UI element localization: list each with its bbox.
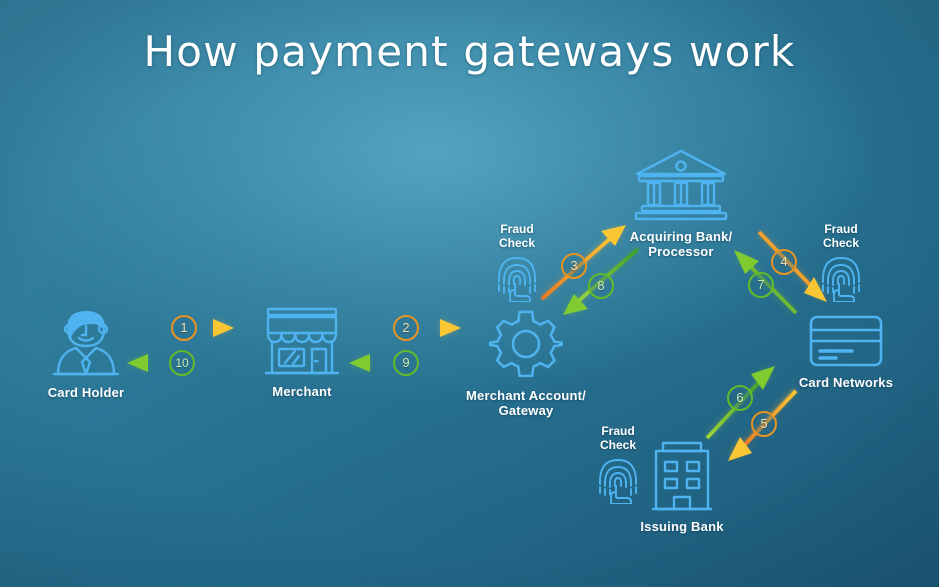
step-badge-4[interactable]: 4 [771,249,797,275]
credit-card-icon [787,314,905,368]
fingerprint-icon [482,254,552,303]
step-badge-8[interactable]: 8 [588,273,614,299]
step-badge-9[interactable]: 9 [393,350,419,376]
step-badge-7[interactable]: 7 [748,272,774,298]
fraud-check-card-networks: Fraud Check [806,222,876,303]
node-issuing-bank[interactable]: Issuing Bank [632,440,732,534]
node-card-holder[interactable]: Card Holder [26,302,146,400]
fingerprint-icon [583,456,653,505]
office-building-icon [632,440,732,512]
node-gateway[interactable]: Merchant Account/ Gateway [455,307,597,418]
fraud-check-label: Fraud Check [822,222,860,250]
step-badge-3[interactable]: 3 [561,253,587,279]
node-acquiring-bank[interactable]: Acquiring Bank/ Processor [611,148,751,259]
fraud-check-gateway: Fraud Check [482,222,552,303]
node-label: Card Holder [47,385,125,400]
node-merchant[interactable]: Merchant [242,305,362,399]
gear-icon [455,307,597,381]
step-badge-10[interactable]: 10 [169,350,195,376]
page-title: How payment gateways work [143,27,796,76]
node-label: Acquiring Bank/ Processor [629,229,733,259]
fraud-check-issuing-bank: Fraud Check [583,424,653,505]
fraud-check-label: Fraud Check [498,222,536,250]
person-icon [26,302,146,378]
node-label: Issuing Bank [640,519,724,534]
bank-building-icon [611,148,751,222]
storefront-icon [242,305,362,377]
step-badge-2[interactable]: 2 [393,315,419,341]
step-badge-6[interactable]: 6 [727,385,753,411]
step-badge-5[interactable]: 5 [751,411,777,437]
step-badge-1[interactable]: 1 [171,315,197,341]
node-label: Merchant [272,384,332,399]
fraud-check-label: Fraud Check [599,424,637,452]
fingerprint-icon [806,254,876,303]
node-label: Card Networks [798,375,894,390]
node-label: Merchant Account/ Gateway [466,388,586,418]
node-card-networks[interactable]: Card Networks [787,314,905,390]
